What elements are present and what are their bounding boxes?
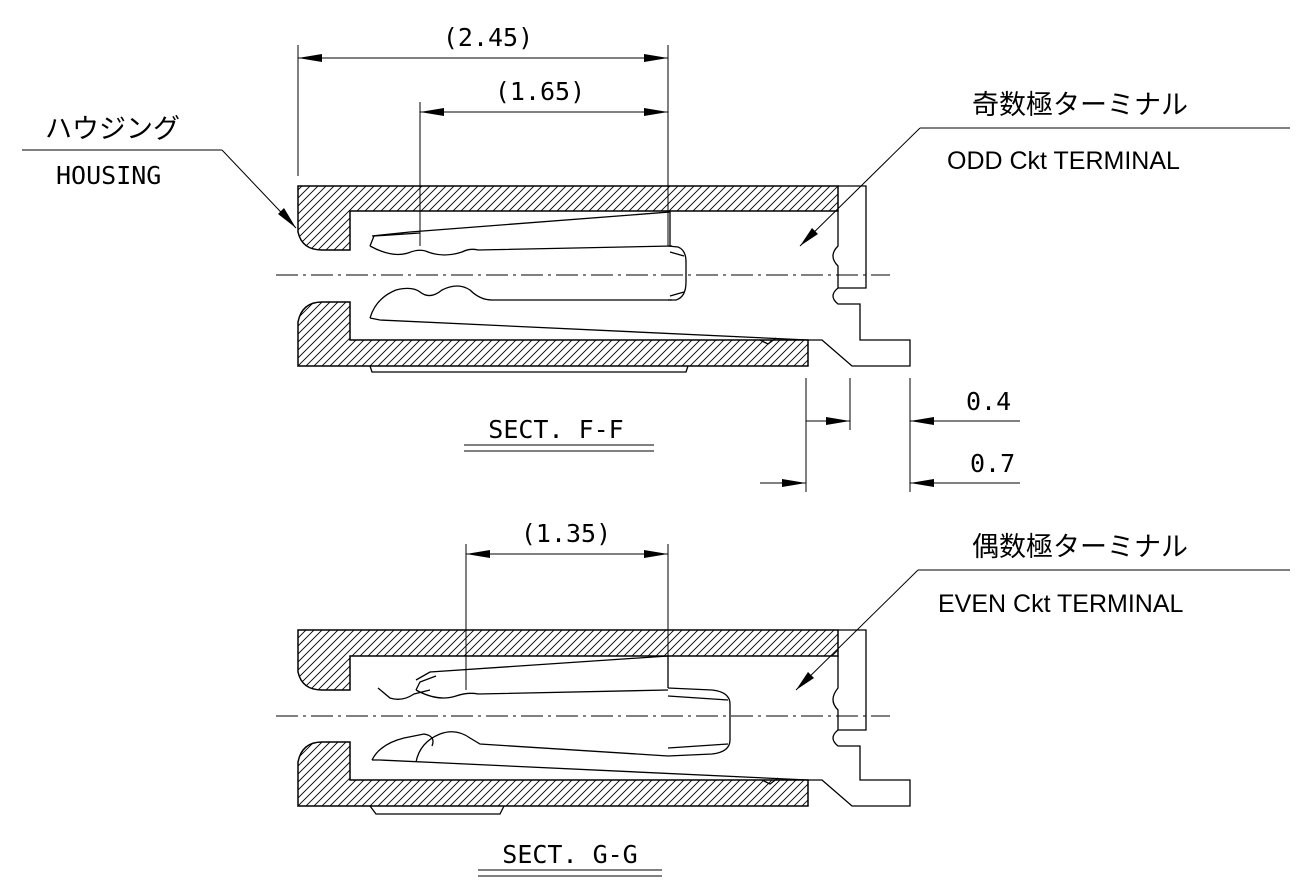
dim-0-4 <box>805 378 1020 492</box>
dim-1-65-label: (1.65) <box>495 77 585 106</box>
section-ff-odd-terminal <box>369 185 911 367</box>
odd-terminal-label-en: ODD Ckt TERMINAL <box>947 147 1180 175</box>
dim-0-7-label: 0.7 <box>970 449 1015 478</box>
even-terminal-label-en: EVEN Ckt TERMINAL <box>938 590 1184 618</box>
dim-0-4-label: 0.4 <box>966 387 1011 416</box>
dim-2-45 <box>297 45 669 246</box>
even-terminal-leader <box>795 569 1290 691</box>
housing-label-en: HOUSING <box>56 161 161 190</box>
housing-leader <box>22 149 297 229</box>
even-terminal-label-jp: 偶数極ターミナル <box>972 532 1188 563</box>
section-gg-even-terminal <box>371 629 911 807</box>
dim-1-35 <box>465 544 669 690</box>
section-gg-housing <box>297 629 839 815</box>
dim-1-35-label: (1.35) <box>521 519 611 548</box>
dim-0-7 <box>760 479 1020 487</box>
odd-terminal-label-jp: 奇数極ターミナル <box>972 90 1188 121</box>
section-ff-title: SECT. F-F <box>488 415 623 444</box>
dim-2-45-label: (2.45) <box>443 23 533 52</box>
section-ff-housing <box>297 185 839 373</box>
section-gg-title: SECT. G-G <box>502 840 637 869</box>
odd-terminal-leader <box>799 127 1290 247</box>
housing-label-jp: ハウジング <box>45 114 180 145</box>
dim-1-65 <box>419 102 668 246</box>
